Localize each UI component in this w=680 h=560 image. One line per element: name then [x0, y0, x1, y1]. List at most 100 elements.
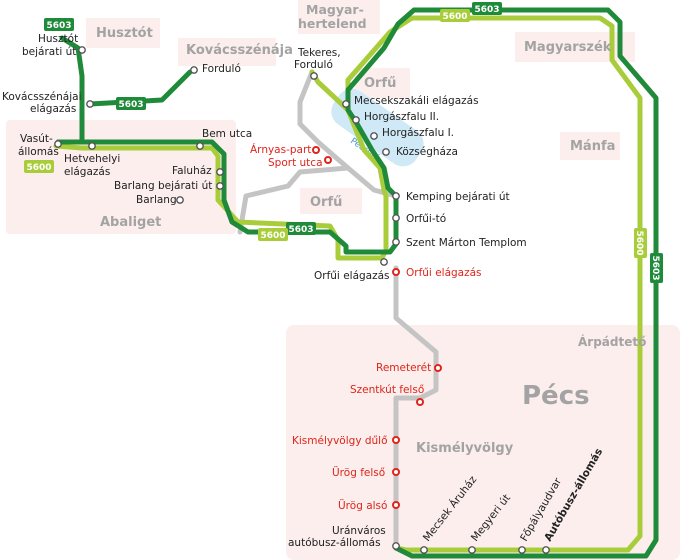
- stop-label-horgaszfalu-2: Horgászfalu II.: [364, 111, 439, 123]
- area-label-orfu-south: Orfű: [310, 195, 342, 210]
- stop-label-horgaszfalu-1: Horgászfalu I.: [382, 127, 454, 139]
- line-5600-abaliget: [53, 69, 389, 261]
- red-stop-marker-remeteret: [434, 364, 442, 372]
- stop-label-orfui-elagazas: Orfűi elágazás: [314, 270, 390, 282]
- svg-text:5603: 5603: [650, 255, 660, 280]
- stop-marker-orfui-to: [392, 214, 400, 222]
- stop-marker-faluhaz: [216, 168, 224, 176]
- stop-marker-kovacs-elagazas: [86, 100, 94, 108]
- stop-marker-autobusz-allomas: [542, 546, 550, 554]
- stop-label-barlang: Barlang: [136, 194, 177, 206]
- line-5603-husztot-spur: [59, 35, 85, 107]
- stop-label-kovacs-elagazas-1: Kovácsszénájai: [2, 91, 81, 103]
- badge-5600-top: 5600: [440, 9, 470, 22]
- svg-text:5603: 5603: [118, 100, 143, 110]
- area-label-magyarszek: Magyarszék: [524, 40, 612, 55]
- stop-label-orfui-to: Orfűi-tó: [406, 213, 446, 225]
- line-5600-ring: [345, 15, 643, 553]
- svg-text:5600: 5600: [26, 163, 51, 173]
- stop-label-mecsekszakali: Mecsekszakáli elágazás: [354, 95, 479, 107]
- area-label-pecs: Pécs: [522, 381, 590, 411]
- stop-marker-uranvaros: [392, 542, 400, 550]
- stop-marker-kozseghaza: [382, 148, 390, 156]
- stop-label-faluhaz: Faluház: [172, 165, 212, 177]
- area-bg-magyarszek: [515, 32, 635, 62]
- stop-label-hetvehelyi-1: Hetvehelyi: [64, 153, 120, 165]
- red-stop-markers: [312, 146, 442, 509]
- stop-label-husztot-1: Husztót: [38, 33, 78, 45]
- svg-text:5600: 5600: [634, 230, 644, 255]
- stop-markers: [54, 46, 550, 554]
- stop-marker-horgaszfalu-1: [370, 132, 378, 140]
- area-backgrounds: [6, 0, 680, 560]
- badge-5603-orfu-south: 5603: [286, 222, 316, 235]
- area-label-manfa: Mánfa: [570, 139, 615, 154]
- badge-5603-right: 5603: [650, 253, 663, 283]
- stop-marker-barlang-bejarati: [216, 182, 224, 190]
- area-bg-kovacsszenaja: [178, 38, 276, 66]
- stop-marker-mecsek-aruhaz: [420, 546, 428, 554]
- red-stop-marker-kismelyvolgy: [392, 436, 400, 444]
- red-stop-marker-urog-also: [392, 501, 400, 509]
- stop-marker-vasutallomas: [54, 140, 62, 148]
- stop-label-tekeres-2: Forduló: [294, 59, 333, 71]
- badge-5603-top: 5603: [472, 2, 502, 15]
- svg-text:5603: 5603: [288, 225, 313, 235]
- area-bg-magyarhertelend: [298, 0, 380, 34]
- area-label-husztot: Husztót: [96, 26, 153, 41]
- line-5603-abaliget: [55, 87, 399, 255]
- red-stop-label-sport-utca: Sport utca: [268, 157, 323, 169]
- svg-text:5603: 5603: [474, 5, 499, 15]
- red-stop-marker-arnyas-part: [312, 146, 320, 154]
- stop-label-hetvehelyi-2: elágazás: [64, 166, 110, 178]
- stop-marker-mecsekszakali: [342, 100, 350, 108]
- stop-label-kovacs-fordulo: Forduló: [202, 63, 241, 75]
- line-5600-light-green: [53, 15, 643, 553]
- red-stop-label-remeteret: Remeterét: [376, 362, 431, 374]
- red-stop-marker-sport-utca: [324, 156, 332, 164]
- svg-text:5600: 5600: [442, 12, 467, 22]
- badge-5603-kovacs: 5603: [116, 97, 146, 110]
- stop-marker-fopalyaudvar: [518, 546, 526, 554]
- stop-label-husztot-2: bejárati út: [22, 46, 76, 58]
- stop-marker-horgaszfalu-2: [352, 116, 360, 124]
- red-stop-marker-orfui-elagazas: [392, 268, 400, 276]
- area-label-hertelend: hertelend: [298, 16, 367, 31]
- stop-label-kemping: Kemping bejárati út: [406, 191, 510, 203]
- stop-marker-husztot: [78, 46, 86, 54]
- stop-marker-szent-marton: [392, 238, 400, 246]
- stop-labels: Husztót bejárati út Forduló Kovácsszénáj…: [2, 33, 527, 549]
- stop-marker-barlang: [176, 196, 184, 204]
- stop-label-tekeres-1: Tekeres,: [297, 47, 341, 59]
- area-bg-pecs: [286, 325, 680, 560]
- area-label-magyar: Magyar-: [306, 2, 364, 17]
- area-label-arpadteto: Árpádtető: [578, 334, 646, 349]
- badge-5600-orfu-south: 5600: [258, 228, 288, 241]
- stop-marker-megyeri-ut: [468, 546, 476, 554]
- badge-5603-husztot: 5603: [44, 18, 74, 31]
- red-stop-label-orfui-elagazas: Orfűi elágazás: [406, 267, 482, 279]
- stop-marker-orfui-elagazas: [380, 258, 388, 266]
- grey-route: [237, 69, 439, 551]
- red-stop-label-arnyas-part: Árnyas-part: [250, 143, 311, 156]
- area-bg-orfu-south: [300, 188, 362, 214]
- stop-label-kovacs-elagazas-2: elágazás: [30, 103, 76, 115]
- stop-label-uranvaros-1: Uránváros: [332, 525, 386, 537]
- line-5603-kovacs-spur: [87, 69, 193, 107]
- red-stop-label-szentkut: Szentkút felső: [350, 384, 424, 396]
- red-stop-marker-szentkut: [416, 398, 424, 406]
- stop-marker-kovacs-fordulo: [190, 66, 198, 74]
- line-5603-dark-green: [55, 7, 659, 559]
- svg-text:5603: 5603: [46, 21, 71, 31]
- stop-marker-hetvehelyi: [88, 142, 96, 150]
- red-stop-label-kismelyvolgy: Kismélyvölgy dűlő: [292, 435, 388, 447]
- stop-marker-tekeres: [310, 72, 318, 80]
- area-bg-husztot: [86, 18, 160, 48]
- stop-marker-kemping: [392, 192, 400, 200]
- svg-text:5600: 5600: [260, 231, 285, 241]
- area-bg-mafa: [560, 132, 620, 160]
- area-labels: Husztót Kovácsszénája Magyar- hertelend …: [96, 2, 646, 456]
- grey-route-orfu-loop: [297, 69, 399, 199]
